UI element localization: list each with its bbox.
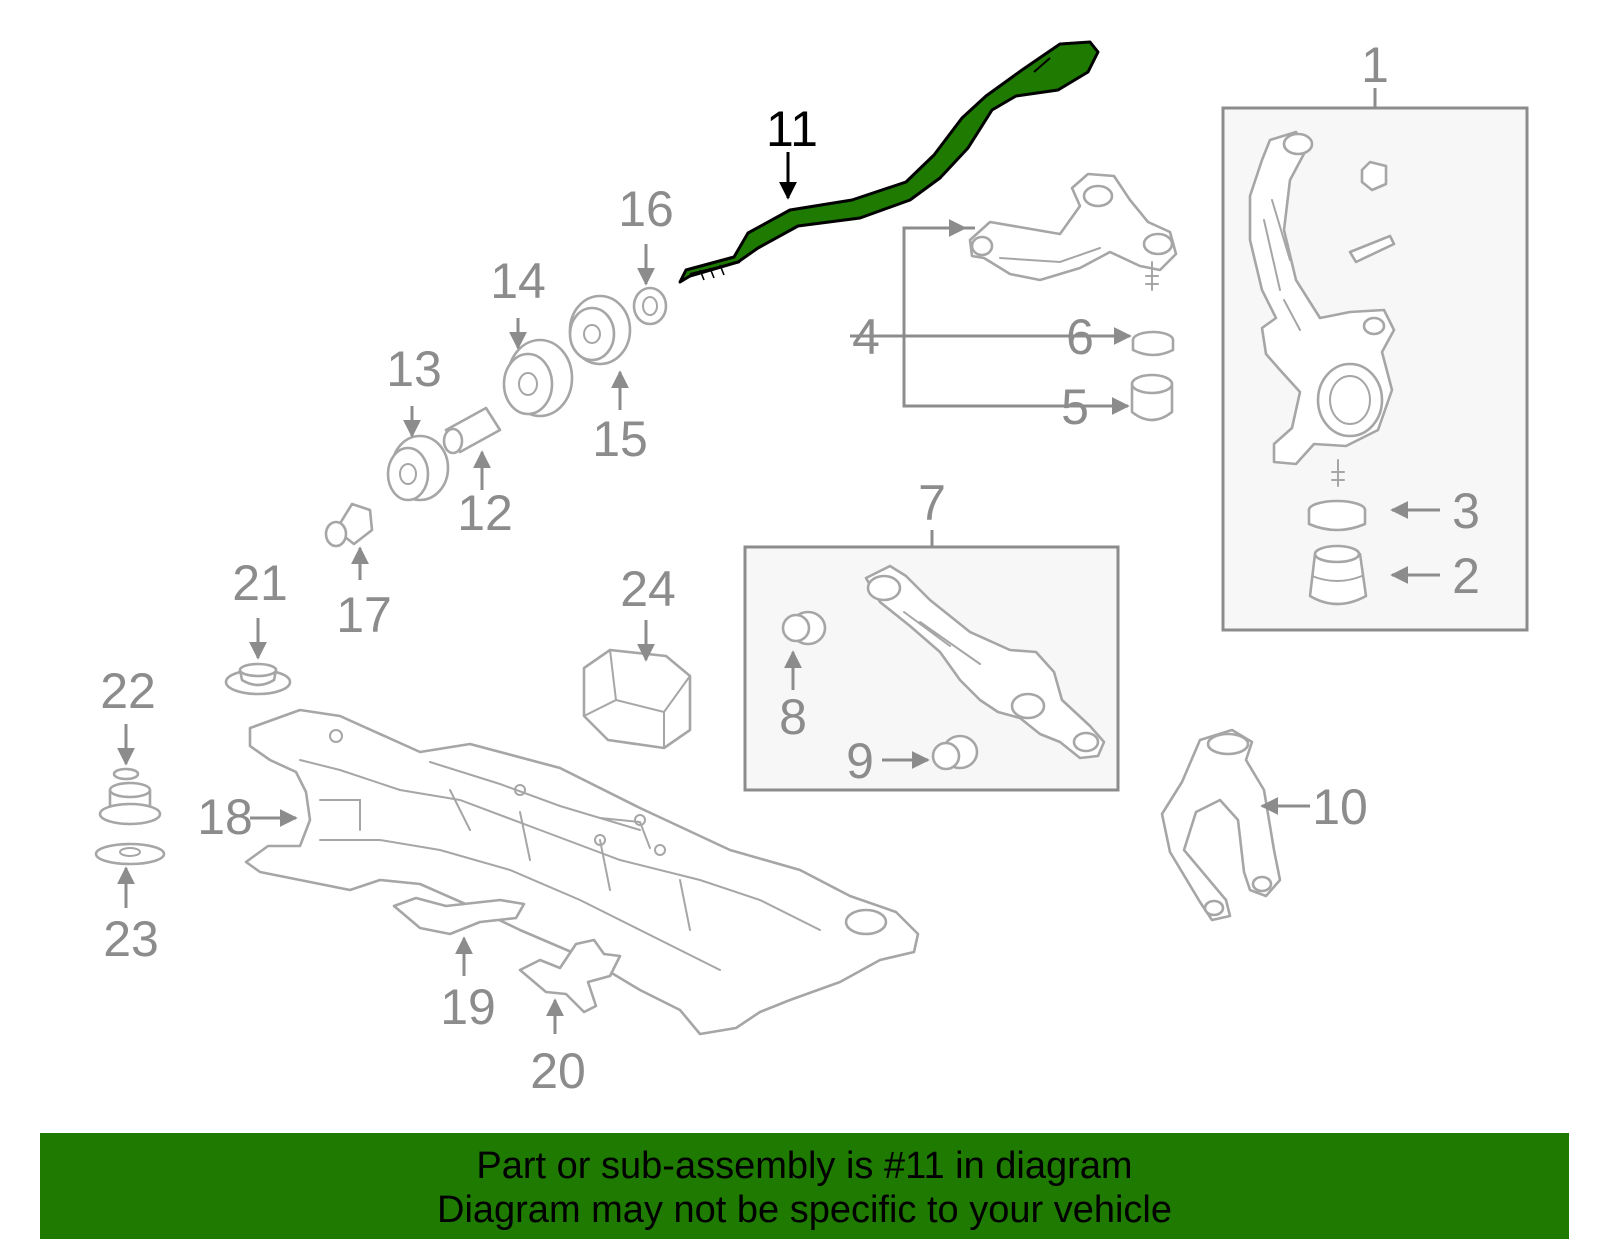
part-9-bushing[interactable] (931, 734, 979, 771)
callout-15: 15 (592, 411, 648, 467)
callout-13: 13 (386, 341, 442, 397)
part-6-nut[interactable] (1131, 330, 1175, 357)
part-15-bushing[interactable] (568, 294, 632, 366)
callout-3: 3 (1452, 483, 1480, 539)
part-11-radius-rod[interactable] (678, 40, 1100, 284)
part-20-bracket[interactable] (518, 938, 622, 1014)
part-16-washer[interactable] (632, 286, 668, 326)
part-24-mount[interactable] (582, 648, 692, 750)
callout-19: 19 (440, 979, 496, 1035)
part-13-bushing[interactable] (386, 434, 450, 502)
callout-6: 6 (1066, 309, 1094, 365)
callout-10: 10 (1312, 779, 1368, 835)
callout-2: 2 (1452, 548, 1480, 604)
part-5-boot[interactable] (1130, 373, 1174, 422)
callout-24: 24 (620, 561, 676, 617)
parts-diagram: 1 2 3 4 5 6 7 8 9 10 11 12 13 14 15 16 1… (94, 37, 1529, 1099)
part-23-washer[interactable] (94, 842, 166, 866)
part-22-mount[interactable] (98, 767, 162, 826)
callout-22: 22 (100, 663, 156, 719)
part-1-knuckle[interactable] (1248, 130, 1396, 487)
group-box-lower-arm (743, 545, 1120, 792)
callout-17: 17 (336, 587, 392, 643)
callout-4: 4 (852, 309, 880, 365)
callout-5: 5 (1061, 379, 1089, 435)
footer-part-note: Part or sub-assembly is #11 in diagram (476, 1145, 1133, 1187)
part-8-bushing[interactable] (781, 610, 827, 646)
callout-12: 12 (457, 485, 513, 541)
callout-8: 8 (779, 689, 807, 745)
part-19-bracket[interactable] (392, 896, 526, 936)
part-3-washer[interactable] (1307, 499, 1367, 532)
callout-20: 20 (530, 1043, 586, 1099)
callout-23: 23 (103, 911, 159, 967)
part-21-mount[interactable] (224, 662, 292, 696)
callout-11: 11 (766, 101, 818, 157)
callout-7: 7 (918, 475, 946, 531)
part-7-lower-arm[interactable] (864, 564, 1106, 760)
callout-14: 14 (490, 253, 546, 309)
part-4-upper-arm[interactable] (968, 172, 1178, 291)
callout-9: 9 (846, 733, 874, 789)
part-12-sleeve[interactable] (442, 406, 502, 455)
callout-16: 16 (618, 181, 674, 237)
callout-21: 21 (232, 555, 288, 611)
part-2-bump-stop[interactable] (1308, 544, 1368, 606)
part-14-bushing[interactable] (502, 338, 574, 418)
callout-18: 18 (197, 789, 253, 845)
part-18-subframe[interactable] (244, 708, 920, 1036)
part-17-bushing[interactable] (324, 502, 374, 548)
part-10-knuckle-bracket[interactable] (1160, 728, 1282, 922)
footer-disclaimer: Diagram may not be specific to your vehi… (437, 1189, 1172, 1231)
callout-1: 1 (1361, 37, 1389, 93)
footer-banner: Part or sub-assembly is #11 in diagram D… (40, 1133, 1569, 1243)
